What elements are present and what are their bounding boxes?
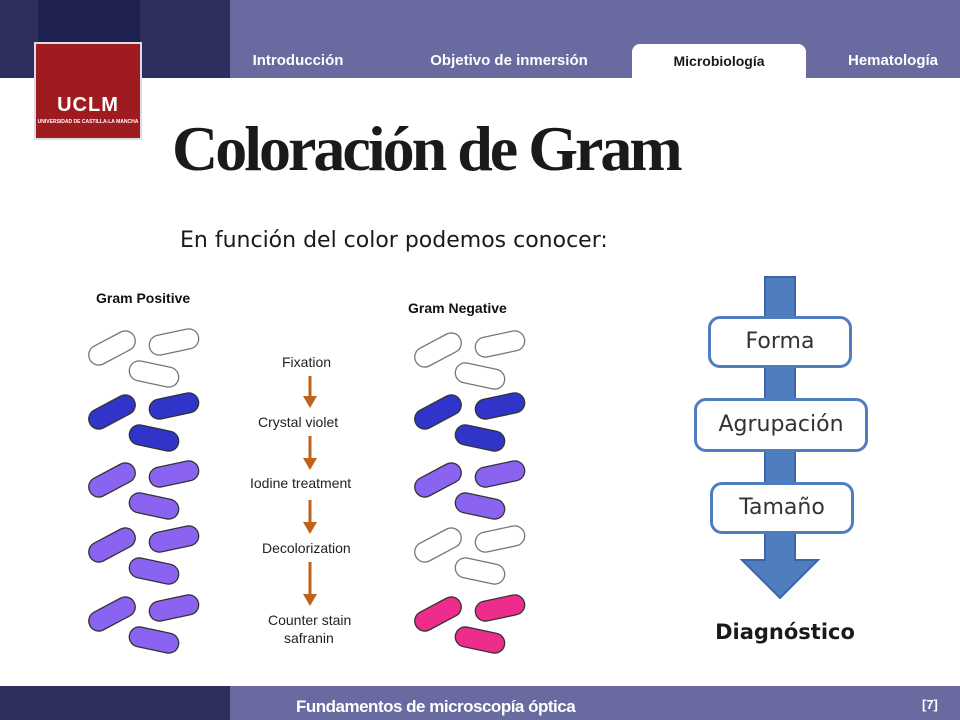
gram-negative-cluster xyxy=(414,594,526,654)
bacterium-rod xyxy=(88,330,136,366)
step-safranin: safranin xyxy=(284,630,334,646)
bacterium-rod xyxy=(88,527,136,563)
bacterium-rod xyxy=(474,392,526,420)
diagram-item-forma: Forma xyxy=(708,316,852,368)
gram-positive-cluster xyxy=(88,594,200,654)
bacterium-rod xyxy=(128,360,180,388)
gram-positive-cluster xyxy=(88,460,200,520)
tab-objetivo-de-inmersion[interactable]: Objetivo de inmersión xyxy=(430,52,588,69)
page-title: Coloración de Gram xyxy=(172,113,683,184)
diagram-item-agrupacion: Agrupación xyxy=(694,398,868,452)
step-counter-stain: Counter stain xyxy=(268,612,352,628)
footer-left-block xyxy=(0,686,230,720)
diagram-item-tamano: Tamaño xyxy=(710,482,854,534)
bacterium-rod xyxy=(474,460,526,488)
bacterium-rod xyxy=(88,462,136,498)
gram-negative-cluster xyxy=(414,460,526,520)
gram-negative-cluster xyxy=(414,392,526,452)
gram-positive-cluster xyxy=(88,525,200,585)
bacterium-rod xyxy=(414,332,462,368)
process-arrow-head xyxy=(303,522,317,534)
bacterium-rod xyxy=(128,557,180,585)
uclm-logo: UCLM UNIVERSIDAD DE CASTILLA-LA MANCHA xyxy=(34,42,142,140)
process-arrow-head xyxy=(303,458,317,470)
bacterium-rod xyxy=(148,594,200,622)
bacterium-rod xyxy=(128,492,180,520)
gram-positive-label: Gram Positive xyxy=(96,290,191,306)
bacterium-rod xyxy=(148,525,200,553)
header-corner-block xyxy=(38,0,140,42)
bacterium-rod xyxy=(414,596,462,632)
tab-hematologia[interactable]: Hematología xyxy=(847,52,938,69)
gram-negative-cluster xyxy=(414,330,526,390)
logo-text: UCLM xyxy=(57,94,119,116)
tab-introduccion[interactable]: Introducción xyxy=(252,52,344,69)
header-nav-bar xyxy=(230,0,960,78)
gram-positive-cluster xyxy=(88,392,200,452)
bacterium-rod xyxy=(148,460,200,488)
gram-negative-cluster xyxy=(414,525,526,585)
tab-microbiologia[interactable]: Microbiología xyxy=(632,44,806,78)
page-subtitle: En función del color podemos conocer: xyxy=(180,228,608,253)
page-number: [7] xyxy=(922,697,938,712)
bacterium-rod xyxy=(454,424,506,452)
logo-subtext: UNIVERSIDAD DE CASTILLA-LA MANCHA xyxy=(37,119,139,125)
bacterium-rod xyxy=(88,394,136,430)
bacterium-rod xyxy=(128,626,180,654)
diagnostic-label: Diagnóstico xyxy=(715,620,855,644)
footer-title: Fundamentos de microscopía óptica xyxy=(296,697,576,716)
step-crystal-violet: Crystal violet xyxy=(258,414,339,430)
step-decolorization: Decolorization xyxy=(262,540,351,556)
bacterium-rod xyxy=(454,362,506,390)
step-iodine-treatment: Iodine treatment xyxy=(250,475,352,491)
bacterium-rod xyxy=(454,557,506,585)
footer-bar xyxy=(230,686,960,720)
bacterium-rod xyxy=(128,424,180,452)
gram-positive-cluster xyxy=(88,328,200,388)
bacterium-rod xyxy=(414,527,462,563)
step-fixation: Fixation xyxy=(282,354,332,370)
gram-negative-label: Gram Negative xyxy=(408,300,507,316)
bacterium-rod xyxy=(454,492,506,520)
bacterium-rod xyxy=(414,462,462,498)
bacterium-rod xyxy=(474,525,526,553)
bacterium-rod xyxy=(148,328,200,356)
bacterium-rod xyxy=(88,596,136,632)
bacterium-rod xyxy=(414,394,462,430)
bacterium-rod xyxy=(474,330,526,358)
bacterium-rod xyxy=(474,594,526,622)
process-arrow-head xyxy=(303,396,317,408)
bacterium-rod xyxy=(148,392,200,420)
process-arrow-head xyxy=(303,594,317,606)
bacterium-rod xyxy=(454,626,506,654)
